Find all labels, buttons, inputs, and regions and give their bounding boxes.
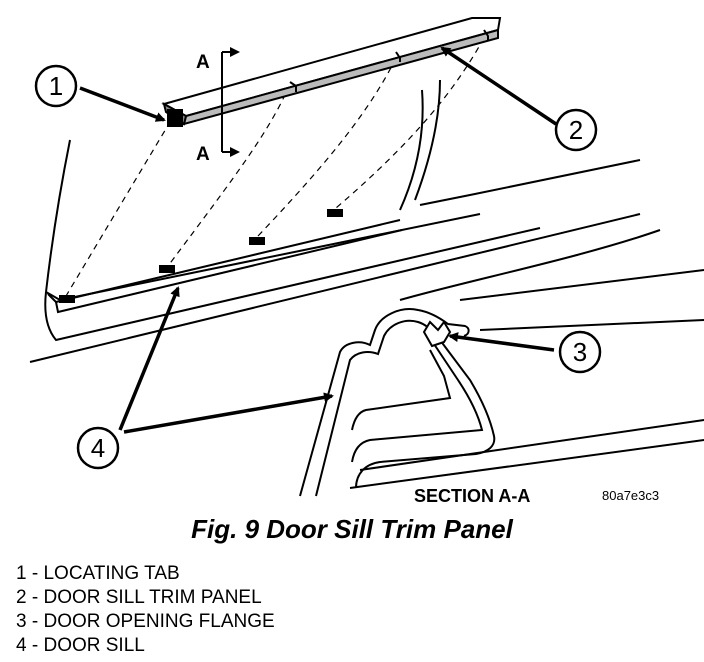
callout-3: 3 xyxy=(558,330,602,374)
callout-4: 4 xyxy=(76,426,120,470)
section-label: SECTION A-A xyxy=(414,486,530,506)
legend-item: 3 - DOOR OPENING FLANGE xyxy=(16,611,275,632)
legend-item: 1 - LOCATING TAB xyxy=(16,563,180,584)
legend-list: 1 - LOCATING TAB 2 - DOOR SILL TRIM PANE… xyxy=(16,562,275,658)
image-code: 80a7e3c3 xyxy=(602,488,659,503)
callout-1-label: 1 xyxy=(49,71,63,101)
door-sill-diagram: A A 1 2 3 4 xyxy=(29,17,704,506)
legend-number: 4 xyxy=(16,635,27,656)
section-marker-top: A xyxy=(196,52,210,73)
section-marker-bottom: A xyxy=(196,144,210,165)
legend-item: 2 - DOOR SILL TRIM PANEL xyxy=(16,587,262,608)
legend-label: DOOR SILL TRIM PANEL xyxy=(43,587,262,608)
figure-caption: Fig. 9 Door Sill Trim Panel xyxy=(191,514,513,544)
leader-lines xyxy=(79,46,557,434)
legend-label: DOOR SILL xyxy=(43,635,145,656)
legend-label: LOCATING TAB xyxy=(43,563,180,584)
section-cut-indicator xyxy=(221,47,240,157)
legend-item: 4 - DOOR SILL xyxy=(16,635,145,656)
vehicle-body-outline xyxy=(29,79,641,363)
section-detail xyxy=(299,229,704,497)
install-guide-lines xyxy=(65,37,485,297)
callout-2: 2 xyxy=(554,108,598,152)
legend-number: 3 xyxy=(16,611,27,632)
legend-number: 2 xyxy=(16,587,27,608)
callout-2-label: 2 xyxy=(569,115,583,145)
legend-number: 1 xyxy=(16,563,27,584)
callout-1: 1 xyxy=(34,64,78,108)
door-sill xyxy=(47,209,403,314)
legend-label: DOOR OPENING FLANGE xyxy=(43,611,275,632)
door-sill-trim-panel xyxy=(161,17,502,127)
callout-4-label: 4 xyxy=(91,433,105,463)
callout-3-label: 3 xyxy=(573,337,587,367)
